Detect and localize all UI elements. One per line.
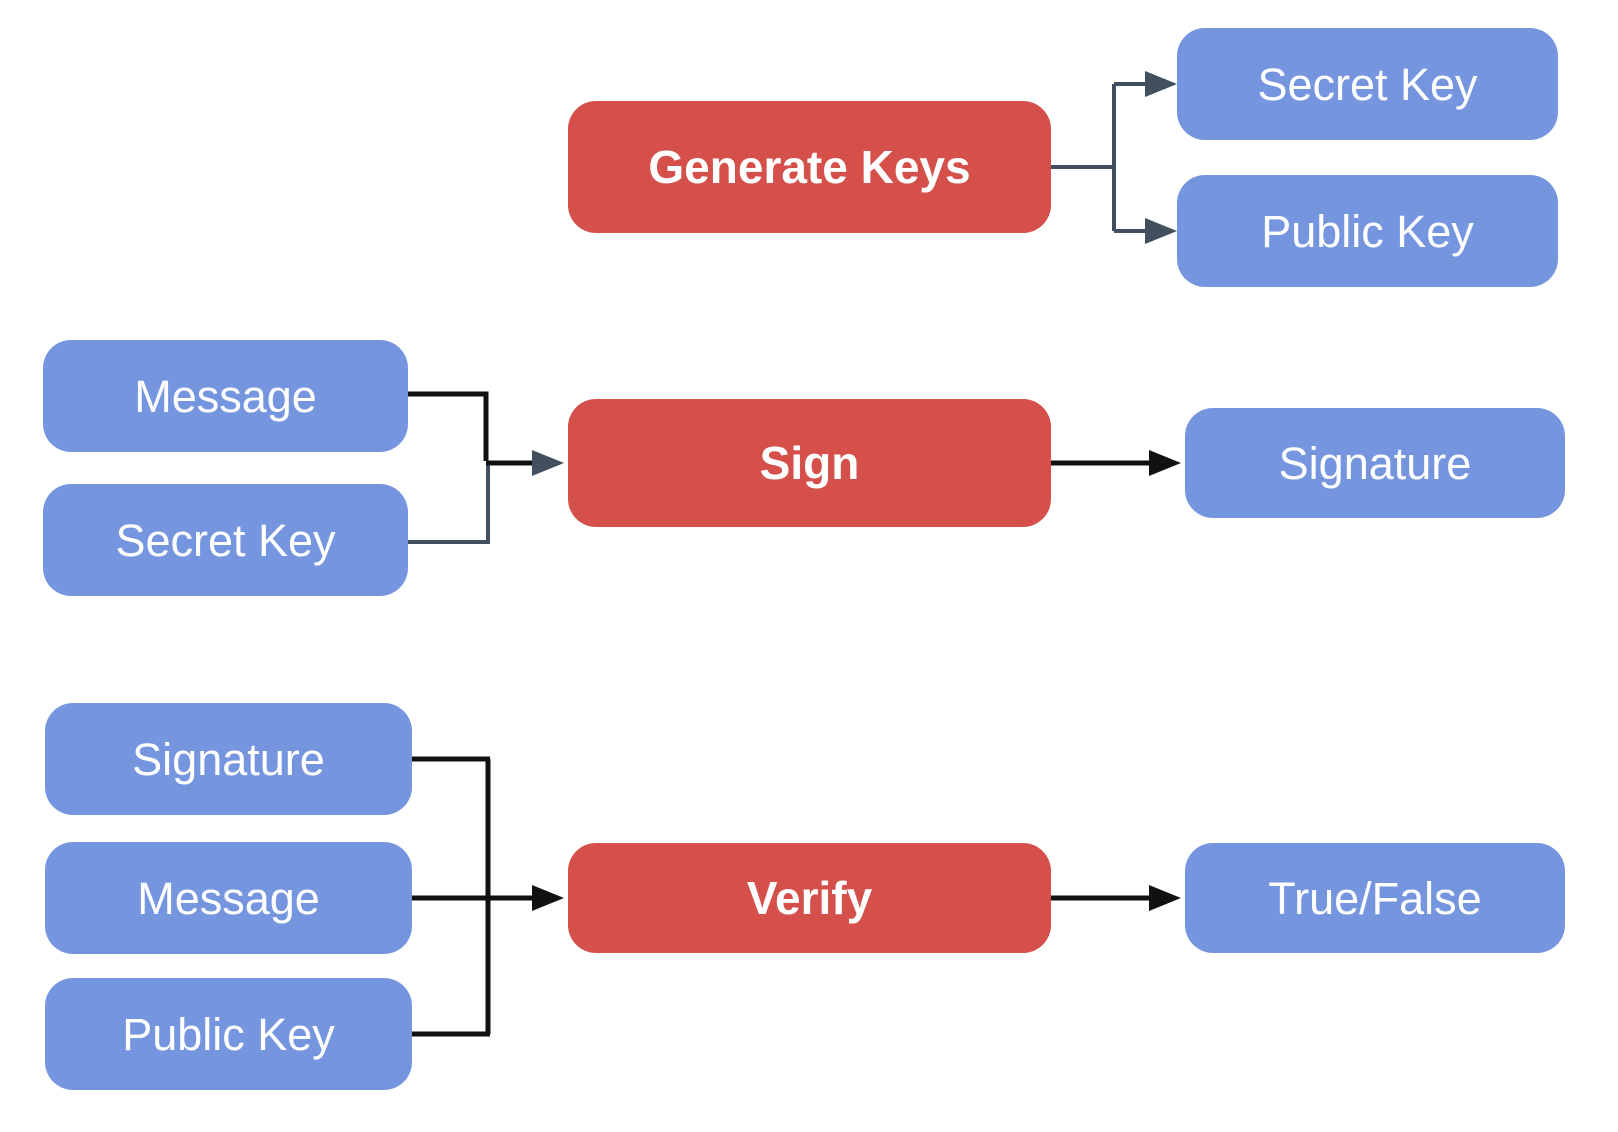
node-generate-keys: Generate Keys [568, 101, 1051, 233]
node-signature-verify-input-label: Signature [132, 733, 325, 785]
edge-message-to-merge [408, 391, 489, 461]
node-verify-label: Verify [746, 872, 873, 924]
node-message-sign-input-label: Message [134, 370, 317, 422]
edge-secret-key-to-merge [408, 463, 490, 544]
node-signature-output-label: Signature [1278, 437, 1472, 489]
node-secret-key-sign-input: Secret Key [43, 484, 408, 596]
node-message-verify-input-label: Message [137, 872, 320, 924]
node-signature-verify-input: Signature [45, 703, 412, 815]
node-secret-key-output-label: Secret Key [1257, 58, 1478, 110]
node-message-sign-input: Message [43, 340, 408, 452]
node-secret-key-output: Secret Key [1177, 28, 1558, 140]
node-sign: Sign [568, 399, 1051, 527]
node-public-key-output: Public Key [1177, 175, 1558, 287]
node-signature-output: Signature [1185, 408, 1565, 518]
node-public-key-output-label: Public Key [1261, 205, 1474, 257]
node-public-key-verify-input: Public Key [45, 978, 412, 1090]
node-public-key-verify-input-label: Public Key [122, 1008, 335, 1060]
node-verify: Verify [568, 843, 1051, 953]
node-true-false-output: True/False [1185, 843, 1565, 953]
node-message-verify-input: Message [45, 842, 412, 954]
node-true-false-output-label: True/False [1268, 872, 1482, 924]
node-secret-key-sign-input-label: Secret Key [115, 514, 336, 566]
node-generate-keys-label: Generate Keys [648, 141, 971, 193]
node-sign-label: Sign [759, 437, 860, 489]
